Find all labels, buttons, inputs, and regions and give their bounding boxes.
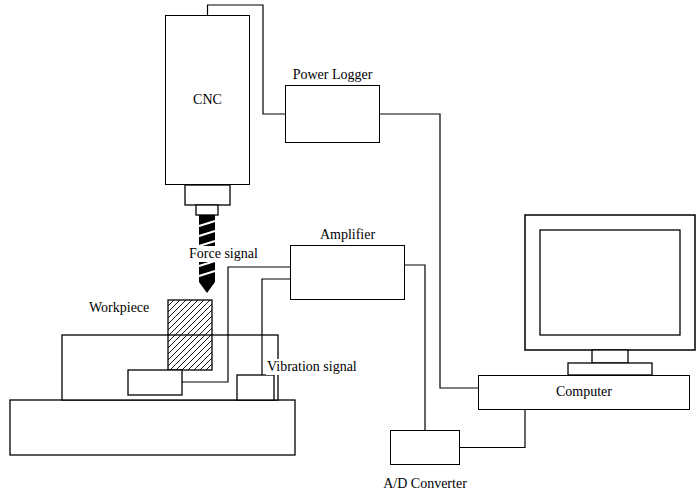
box-heading: Amplifier (320, 227, 375, 243)
monitor-foot (568, 363, 652, 375)
spindle-holder (185, 185, 230, 205)
tool-collet (196, 205, 218, 215)
signal-label: Force signal (188, 246, 259, 262)
computer-box: Computer (478, 375, 690, 410)
signal-label: Workpiece (88, 300, 150, 316)
box-heading: A/D Converter (383, 476, 467, 492)
converter-box: A/D Converter (390, 430, 460, 465)
signal-connector (405, 265, 425, 430)
monitor-screen (540, 230, 680, 335)
signal-label: Vibration signal (266, 359, 358, 375)
amplifier-box: Amplifier (290, 245, 405, 300)
box-heading: Power Logger (293, 67, 373, 83)
vibration-sensor (237, 375, 274, 400)
workpiece (168, 300, 212, 370)
box-text: Computer (556, 384, 612, 400)
signal-connector (460, 410, 525, 448)
monitor-neck (592, 350, 628, 363)
power-logger-box: Power Logger (285, 85, 380, 143)
force-sensor (128, 370, 182, 395)
machine-base (10, 400, 295, 455)
cnc-machine: CNC (165, 15, 250, 185)
box-text: CNC (193, 92, 222, 108)
monitor (525, 215, 695, 350)
